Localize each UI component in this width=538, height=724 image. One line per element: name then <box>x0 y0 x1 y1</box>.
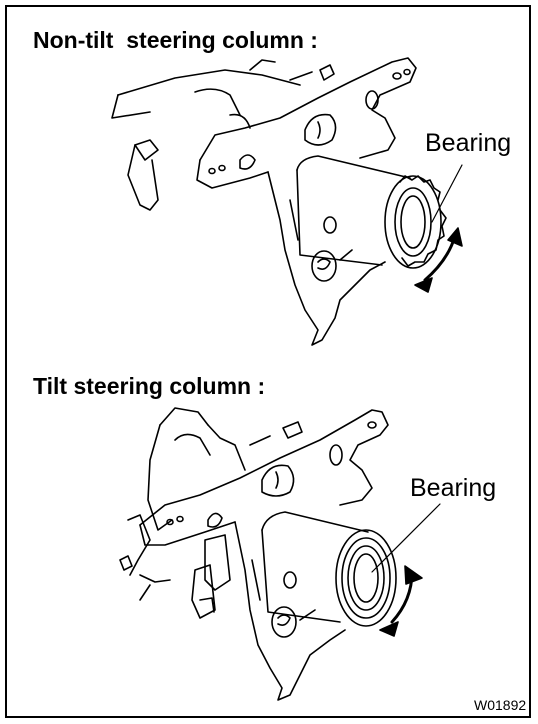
nontilt-heading: Non-tilt steering column : <box>33 27 318 53</box>
figure-code: W01892 <box>474 697 527 713</box>
nontilt-bearing-label: Bearing <box>425 129 512 157</box>
nontilt-column-drawing <box>112 58 462 345</box>
tilt-heading: Tilt steering column : <box>33 373 266 399</box>
tilt-column-drawing <box>120 408 440 700</box>
figure-frame <box>5 5 531 718</box>
tilt-bearing-label: Bearing <box>410 474 497 502</box>
